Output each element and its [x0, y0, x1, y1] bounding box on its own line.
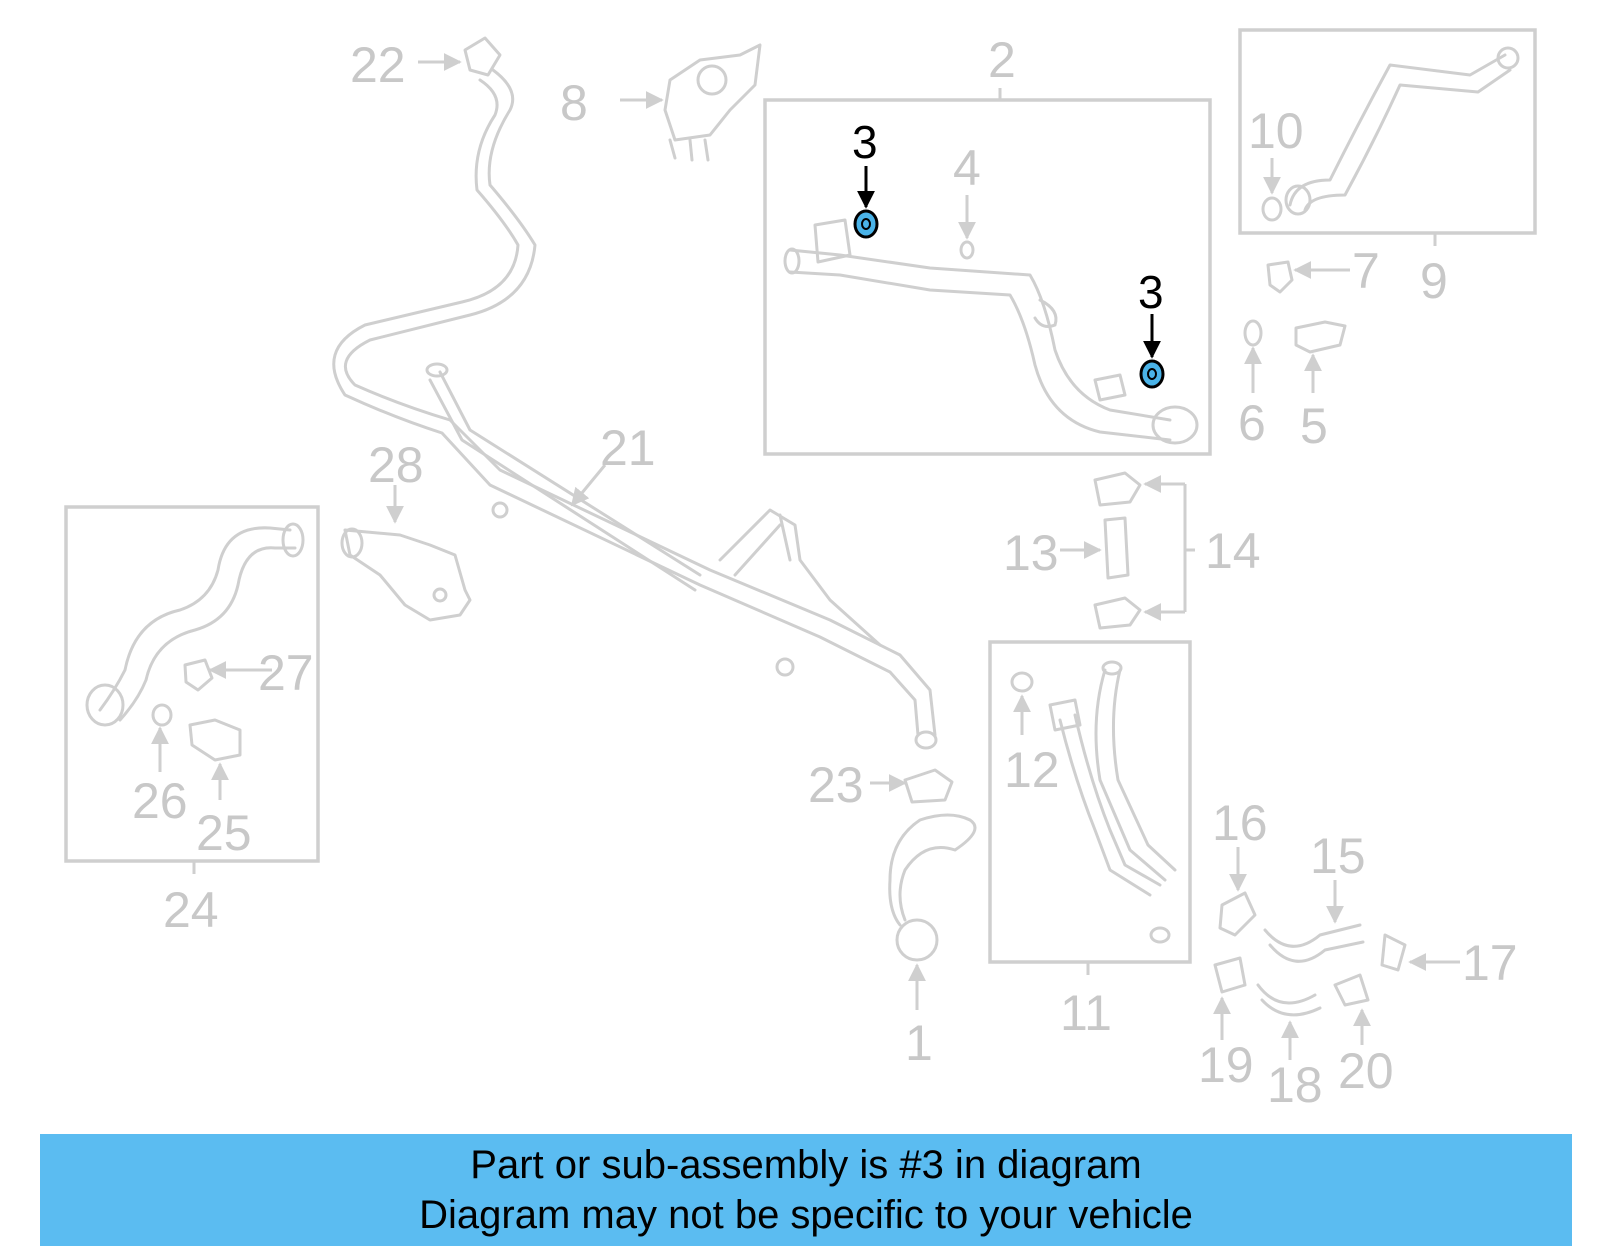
gasket-part-10 [1261, 196, 1283, 222]
clamp-part-23 [903, 768, 954, 804]
callout-5: 5 [1300, 398, 1328, 454]
clamp-part-14-upper [1093, 471, 1142, 507]
group-box-2 [763, 98, 1212, 456]
gasket-part-3-upper [853, 209, 879, 239]
thermostat-housing-part-8 [663, 43, 762, 162]
sensor-part-5 [1294, 320, 1347, 354]
callout-8: 8 [560, 75, 588, 131]
callout-11: 11 [1060, 985, 1112, 1041]
callout-23: 23 [808, 757, 864, 813]
callout-26: 26 [132, 773, 188, 829]
callout-28: 28 [368, 437, 424, 493]
hose-part-18 [1256, 983, 1322, 1017]
seal-part-12 [1010, 671, 1034, 693]
clamp-part-17 [1380, 933, 1407, 972]
housing-part-28 [340, 527, 472, 622]
callout-13: 13 [1003, 525, 1059, 581]
callout-1: 1 [905, 1015, 933, 1071]
callout-20: 20 [1338, 1043, 1394, 1099]
sensor-part-25 [188, 718, 242, 762]
hose-part-13 [1103, 516, 1130, 580]
callout-12: 12 [1004, 742, 1060, 798]
callout-21: 21 [600, 420, 656, 476]
seal-part-4 [959, 240, 975, 260]
callout-10: 10 [1248, 103, 1304, 159]
info-banner: Part or sub-assembly is #3 in diagram Di… [40, 1134, 1572, 1246]
callout-4: 4 [953, 140, 981, 196]
clip-part-27 [183, 658, 214, 692]
clamp-part-19 [1213, 956, 1247, 994]
water-pipe-part-2 [783, 218, 1199, 445]
callout-7: 7 [1352, 243, 1380, 299]
parts-diagram: 2 3 3 4 10 9 7 6 5 8 22 21 28 27 26 25 2… [64, 28, 1537, 1113]
clamp-part-22 [463, 36, 502, 77]
seal-part-6 [1243, 319, 1263, 347]
coolant-hose-part-9 [1284, 46, 1520, 216]
callout-27: 27 [258, 645, 314, 701]
callout-6: 6 [1238, 395, 1266, 451]
group-box-9 [1238, 28, 1537, 235]
callout-18: 18 [1267, 1057, 1323, 1113]
banner-line-2: Diagram may not be specific to your vehi… [419, 1193, 1193, 1237]
callout-9: 9 [1420, 253, 1448, 309]
clip-part-7 [1266, 260, 1294, 294]
group-box-11 [988, 640, 1192, 964]
clamp-part-14-lower [1093, 596, 1142, 630]
pipe-part-11 [1048, 660, 1177, 944]
callout-2: 2 [988, 32, 1016, 88]
clamp-part-20 [1333, 973, 1370, 1007]
callout-19: 19 [1198, 1037, 1254, 1093]
callout-3-upper: 3 [852, 116, 878, 168]
callout-25: 25 [196, 805, 252, 861]
coolant-line-part-21 [332, 68, 938, 750]
seal-part-26 [151, 703, 173, 727]
callout-15: 15 [1310, 828, 1366, 884]
hose-part-1 [888, 813, 977, 962]
callout-14: 14 [1205, 523, 1261, 579]
callout-3-lower: 3 [1138, 266, 1164, 318]
callout-17: 17 [1462, 935, 1518, 991]
gasket-part-3-lower [1139, 359, 1165, 389]
hose-part-15 [1263, 923, 1365, 963]
callout-24: 24 [163, 882, 219, 938]
banner-line-1: Part or sub-assembly is #3 in diagram [470, 1143, 1142, 1187]
callout-22: 22 [350, 37, 406, 93]
callout-16: 16 [1212, 795, 1268, 851]
group-box-24 [64, 505, 320, 863]
clamp-part-16 [1218, 891, 1257, 937]
hose-part-24 [85, 522, 305, 727]
